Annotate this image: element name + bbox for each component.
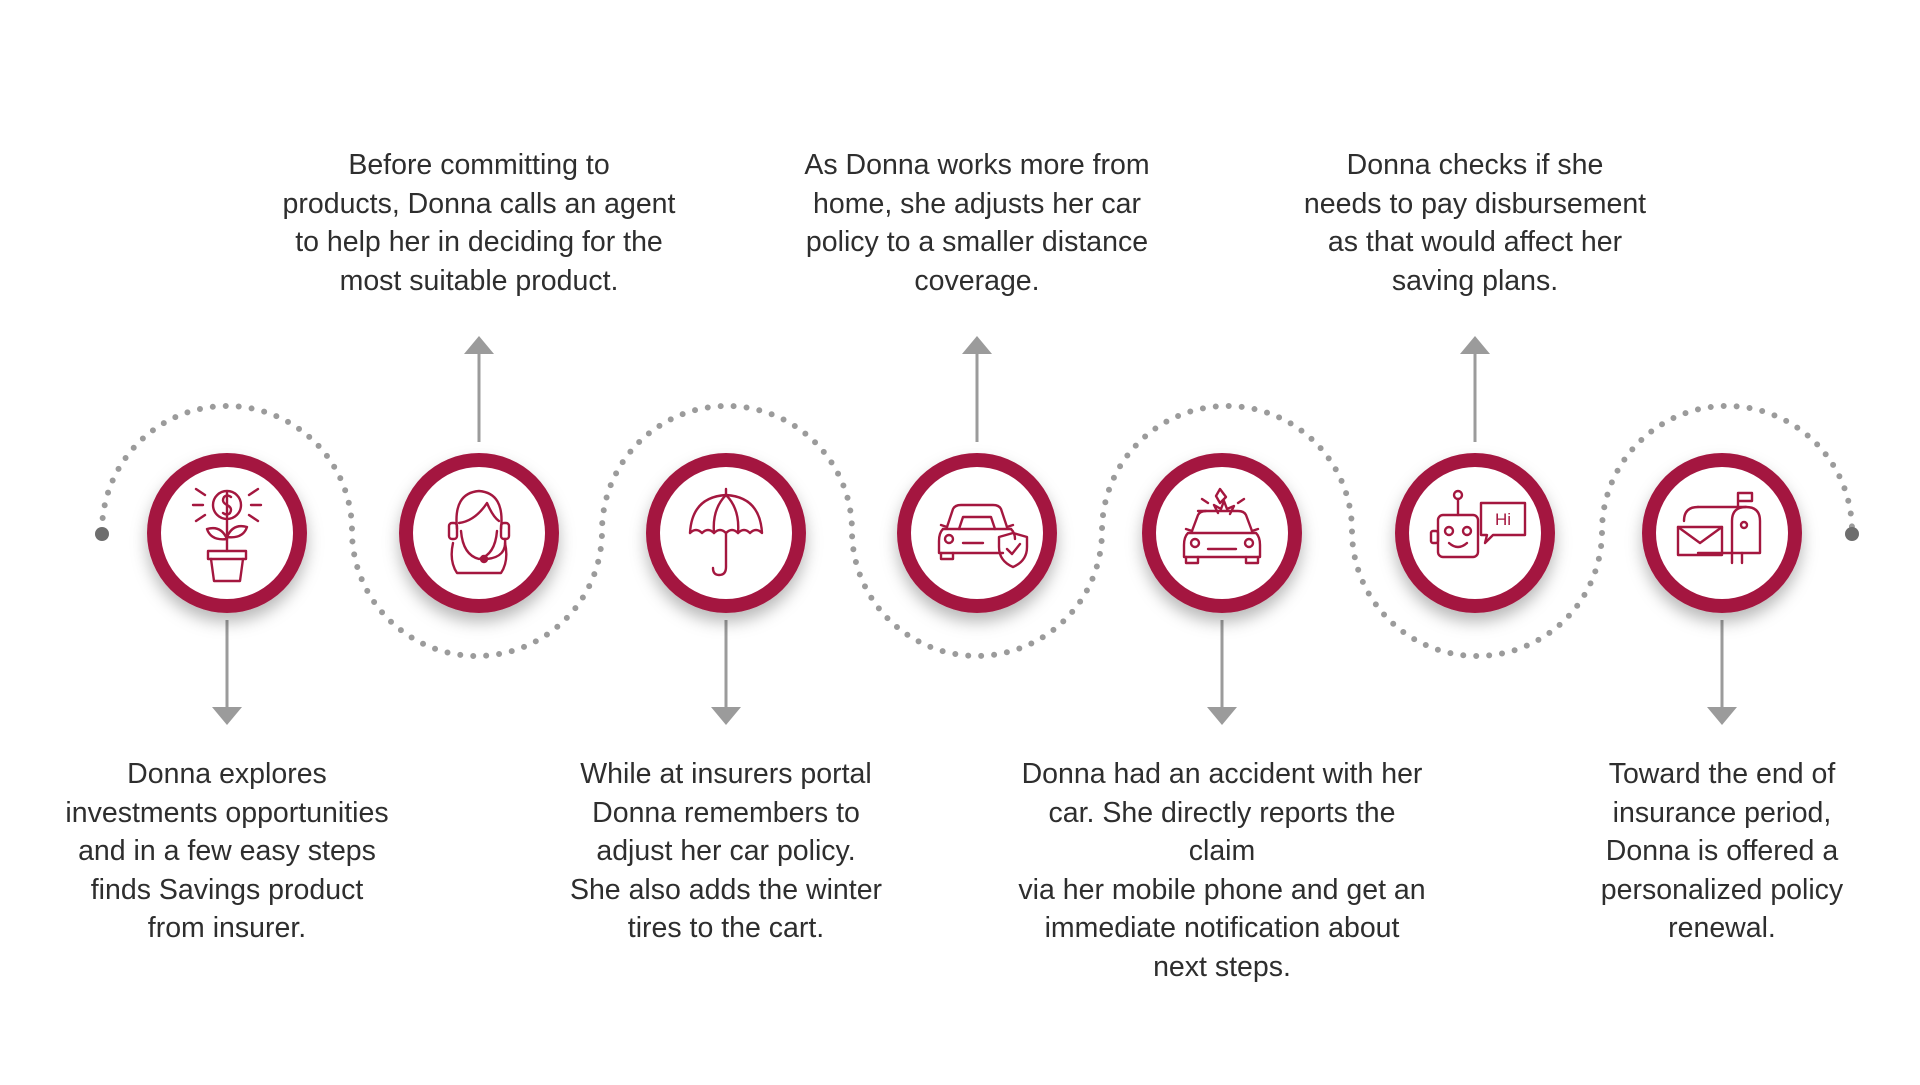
step-4-description: As Donna works more from home, she adjus…: [804, 149, 1150, 297]
arrow-5: [1207, 620, 1237, 725]
step-6-description: Donna checks if she needs to pay disburs…: [1303, 149, 1647, 297]
chatbot-bubble-text: Hi: [1495, 510, 1511, 529]
step-circle-6: Hi: [1395, 453, 1555, 613]
chatbot-icon: [1429, 489, 1527, 559]
arrow-2: [464, 336, 494, 442]
agent-headset-icon: [447, 489, 511, 575]
step-1-description: Donna explores investments opportunities…: [65, 758, 389, 944]
end-dot: [1845, 527, 1859, 541]
umbrella-icon: [688, 487, 764, 577]
mailbox-icon: [1676, 491, 1762, 565]
car-crash-icon: [1182, 487, 1262, 565]
car-shield-icon: [937, 503, 1029, 569]
arrow-1: [212, 620, 242, 725]
step-circle-2: [399, 453, 559, 613]
start-dot: [95, 527, 109, 541]
arrow-4: [962, 336, 992, 442]
step-circle-4: [897, 453, 1057, 613]
step-circle-5: [1142, 453, 1302, 613]
arrow-3: [711, 620, 741, 725]
arrow-6: [1460, 336, 1490, 442]
step-5-description: Donna had an accident with her car. She …: [1018, 758, 1426, 983]
step-3-description: While at insurers portal Donna remembers…: [569, 758, 883, 944]
step-circle-7: [1642, 453, 1802, 613]
arrow-7: [1707, 620, 1737, 725]
step-circle-3: [646, 453, 806, 613]
step-circle-1: [147, 453, 307, 613]
step-7-description: Toward the end of insurance period, Donn…: [1600, 758, 1844, 944]
step-2-description: Before committing to products, Donna cal…: [282, 149, 676, 297]
plant-money-icon: [191, 487, 263, 583]
